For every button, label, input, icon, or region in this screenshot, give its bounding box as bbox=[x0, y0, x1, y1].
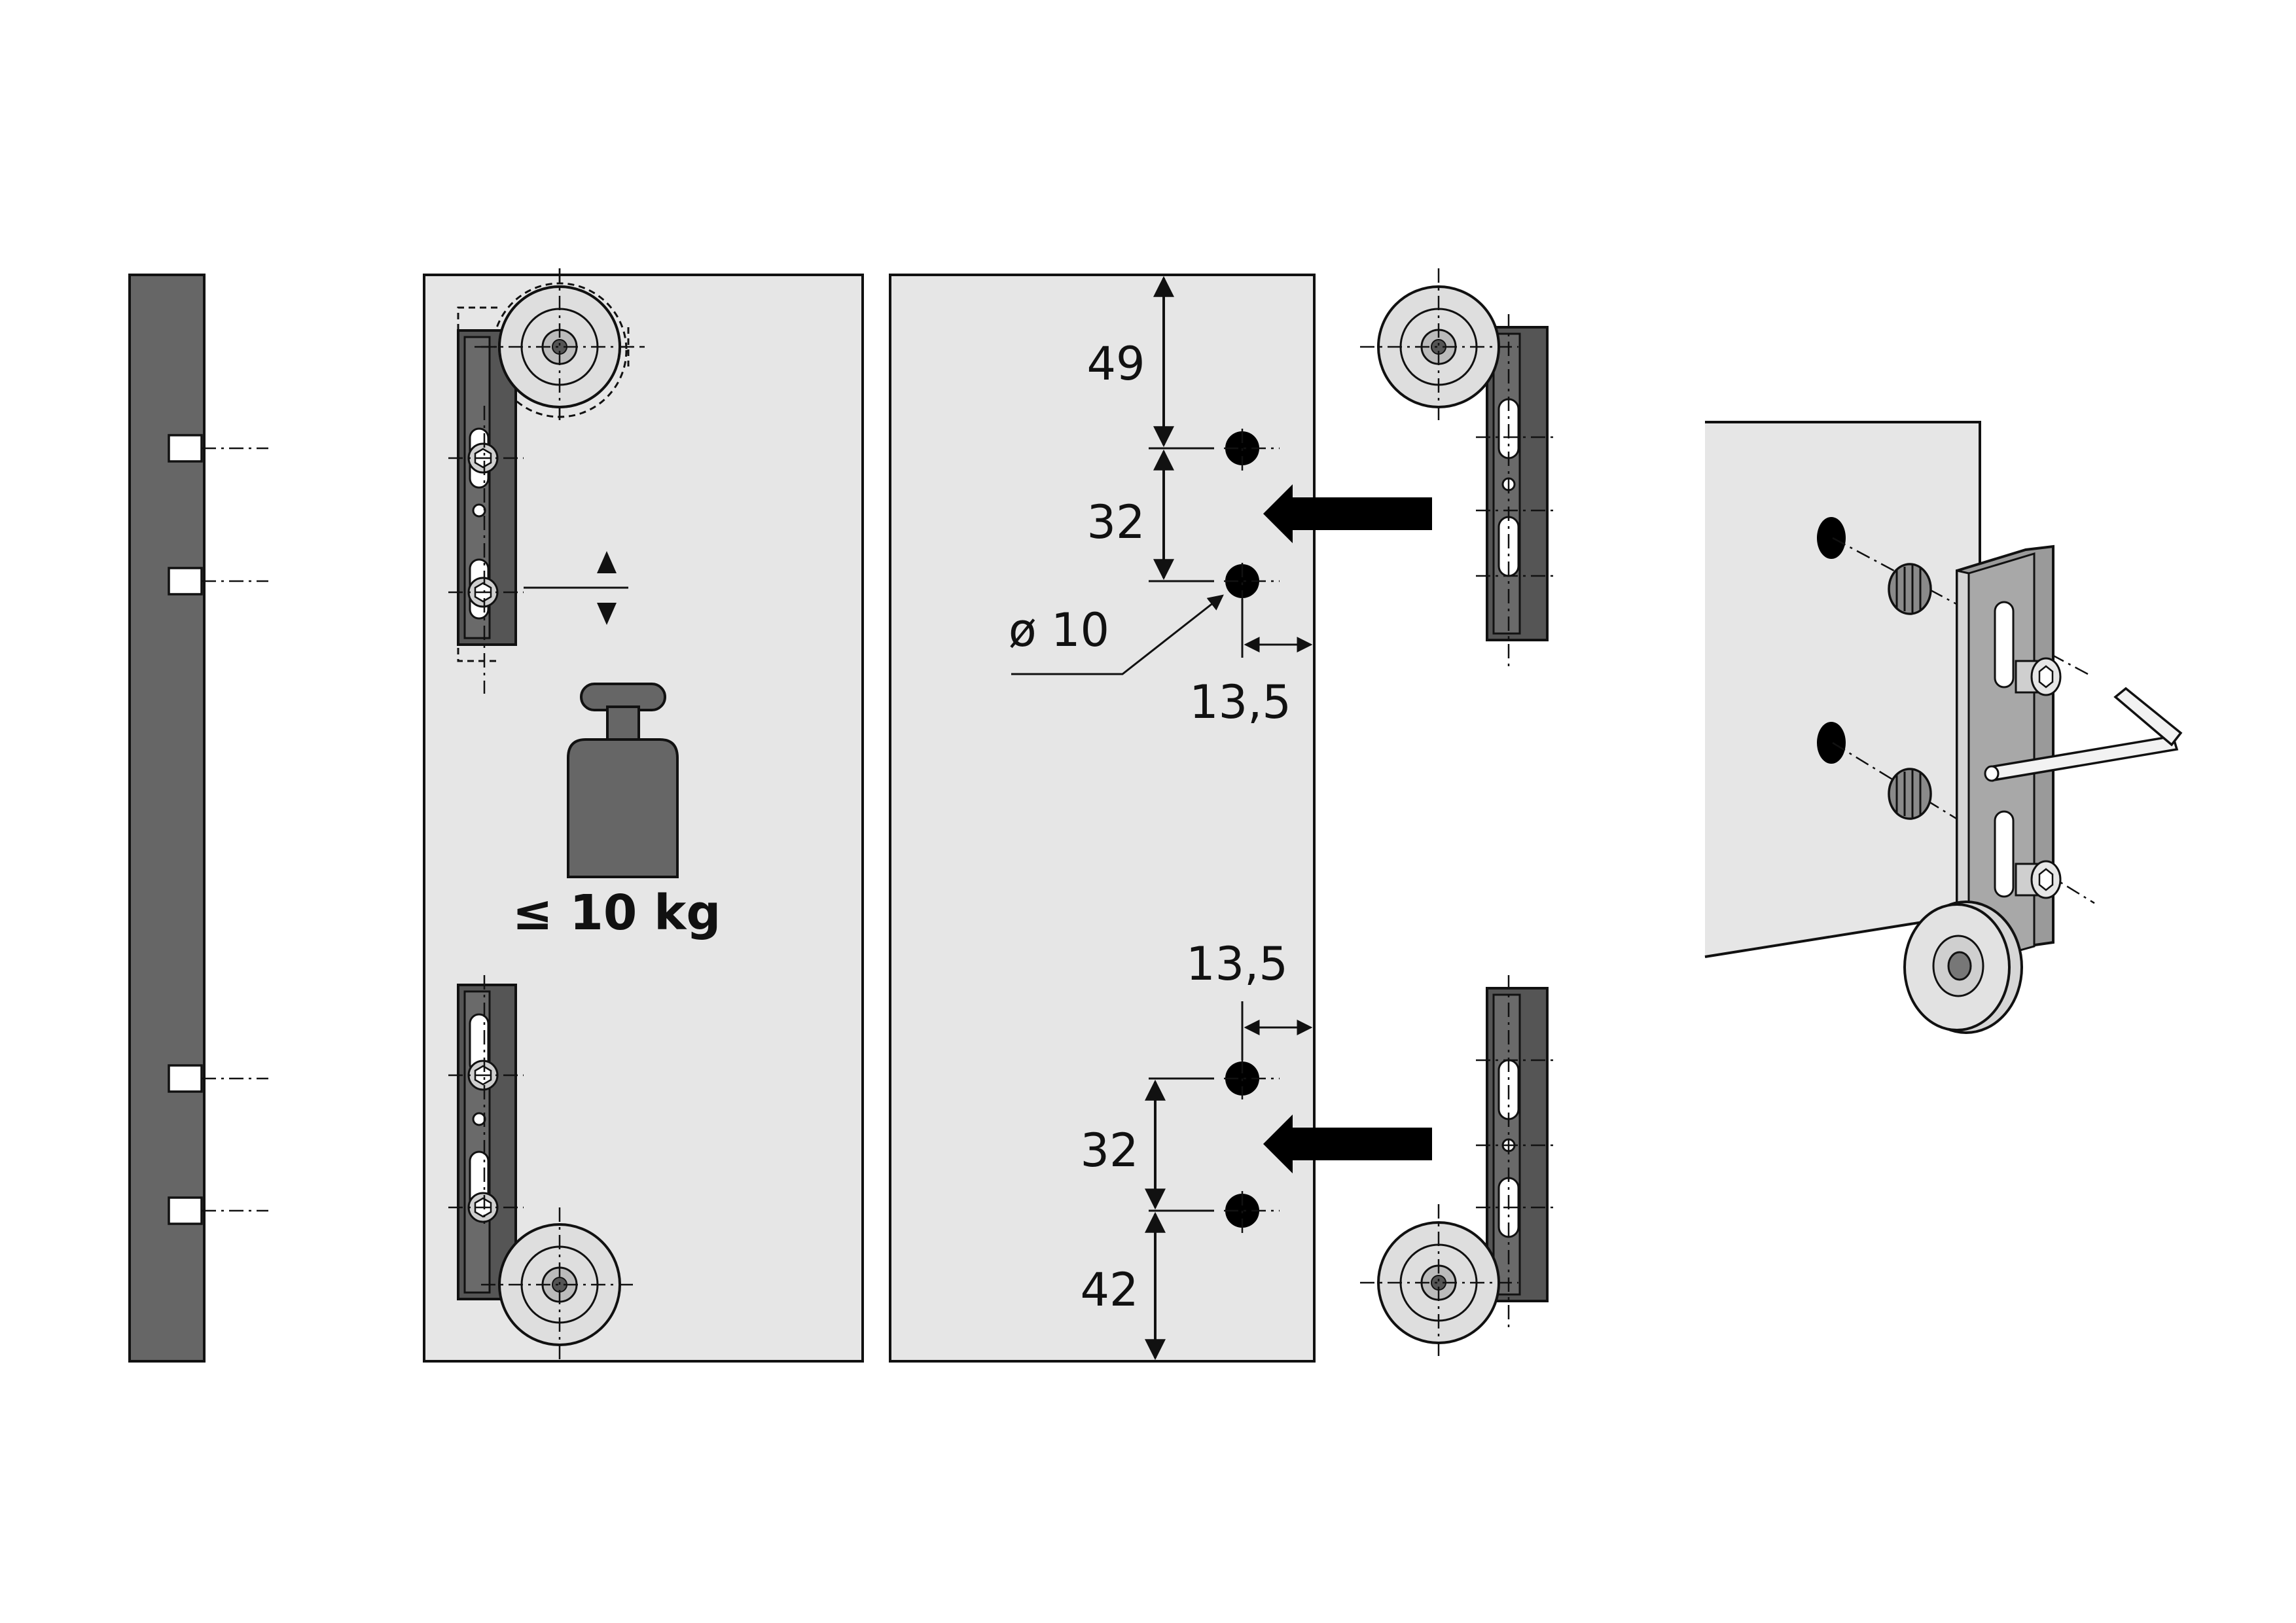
dim-hole-diameter: ø 10 bbox=[1009, 603, 1109, 657]
insert-arrow-icon bbox=[1263, 1115, 1432, 1173]
threaded-dowel bbox=[1888, 563, 1932, 615]
dim-top-offset: 49 bbox=[1086, 337, 1145, 391]
fitting-top-unmounted bbox=[1360, 268, 1554, 669]
hex-key-icon bbox=[1984, 687, 2183, 782]
bottom-fitting bbox=[448, 975, 638, 1361]
drill-hole-top-2 bbox=[1225, 564, 1259, 598]
door-panel-drilling: 49 32 ø 10 13,5 13,5 32 42 bbox=[889, 274, 1432, 1363]
threaded-dowel bbox=[1888, 768, 1932, 820]
insert-arrow-icon bbox=[1263, 484, 1432, 543]
load-limit-label: ≤ 10 kg bbox=[512, 885, 721, 941]
weight-icon bbox=[567, 683, 679, 878]
door-panel-mounted: ≤ 10 kg bbox=[423, 267, 864, 1363]
dim-hole-spacing-bottom: 32 bbox=[1080, 1124, 1138, 1177]
dim-edge-distance-bottom: 13,5 bbox=[1186, 937, 1288, 991]
fitting-bottom-unmounted bbox=[1360, 974, 1554, 1361]
top-fitting bbox=[448, 267, 646, 694]
hex-screw bbox=[2015, 860, 2062, 899]
perspective-assembly-view bbox=[1704, 421, 2183, 1034]
door-edge-view bbox=[128, 274, 268, 1363]
up-down-adjust-arrows-icon bbox=[524, 551, 628, 625]
dim-hole-spacing-top: 32 bbox=[1086, 495, 1145, 549]
hex-screw bbox=[2015, 657, 2062, 696]
dim-edge-distance-top: 13,5 bbox=[1189, 675, 1291, 729]
dim-bottom-offset: 42 bbox=[1080, 1263, 1138, 1317]
roller-wheel bbox=[1903, 901, 2023, 1034]
